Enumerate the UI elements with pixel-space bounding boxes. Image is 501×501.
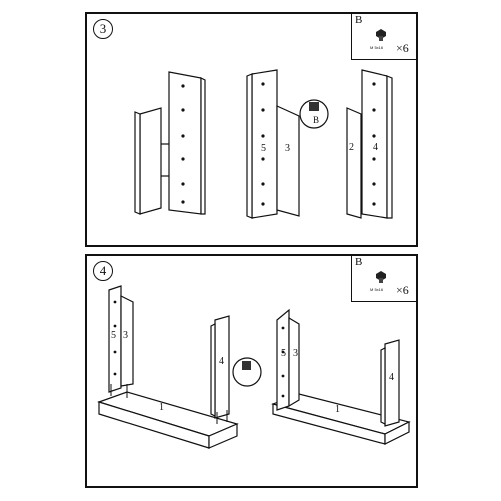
legend-code: M 5x16: [370, 287, 384, 292]
part-label-3: 3: [123, 330, 128, 341]
bolt-icon: [376, 29, 386, 41]
part-label-1: 1: [159, 402, 164, 413]
legend-quantity: ×6: [396, 283, 409, 297]
part-label-5: 5: [261, 143, 266, 154]
legend-code: M 5x16: [370, 45, 384, 50]
part-label-5: 5: [281, 348, 286, 359]
part-label-5: 5: [111, 330, 116, 341]
part-label-3: 3: [285, 143, 290, 154]
part-label-4: 4: [373, 142, 378, 153]
step-4-illustration: [97, 285, 411, 449]
hardware-legend: B M 5x16 ×6: [351, 256, 416, 302]
legend-letter: B: [355, 14, 363, 26]
part-label-2: 2: [349, 142, 354, 153]
callout-label: B: [313, 115, 320, 125]
legend-letter: B: [355, 256, 363, 268]
part-label-4: 4: [389, 372, 394, 383]
hardware-legend: B M 5x16 ×6: [351, 14, 416, 60]
part-label-4: 4: [219, 356, 224, 367]
step-3-illustration: [134, 69, 393, 219]
step-4-panel: 4 B M 5x16 ×6: [85, 254, 418, 488]
bolt-icon: [376, 271, 386, 283]
step-3-panel: 3 B M 5x16 ×6: [85, 12, 418, 247]
part-label-3: 3: [293, 348, 298, 359]
step-number: 4: [93, 261, 113, 281]
part-label-1: 1: [335, 404, 340, 415]
step-number: 3: [93, 19, 113, 39]
legend-quantity: ×6: [396, 41, 409, 55]
